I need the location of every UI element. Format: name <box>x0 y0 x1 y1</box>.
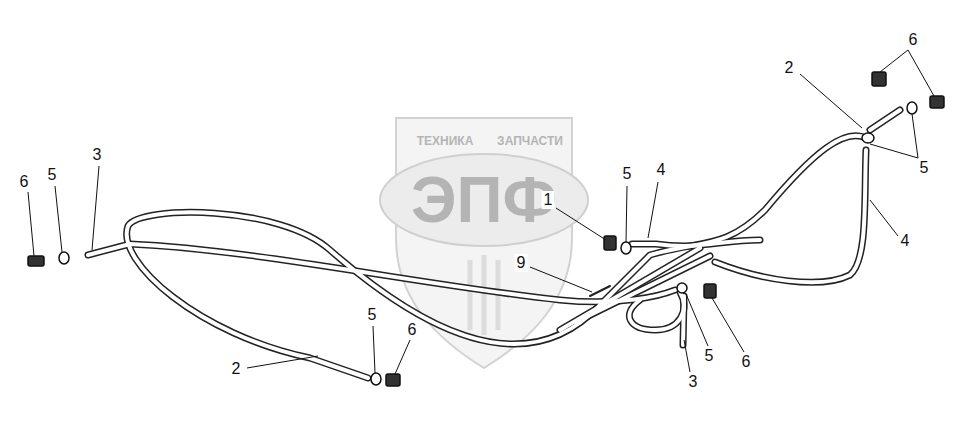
hose-lines <box>88 110 900 378</box>
callout-number: 3 <box>687 373 700 391</box>
callout-number: 5 <box>46 166 59 184</box>
callout-number: 9 <box>515 254 528 272</box>
callout-number: 2 <box>230 360 243 378</box>
callout-number: 6 <box>740 353 753 371</box>
watermark-text: ЗАПЧАСТИ <box>497 135 563 147</box>
callout-number: 5 <box>366 306 379 324</box>
watermark-text: ТЕХНИКА <box>417 135 474 147</box>
callout-number: 6 <box>406 321 419 339</box>
callout-number: 6 <box>18 173 31 191</box>
callout-number: 5 <box>918 159 931 177</box>
fittings <box>28 72 944 386</box>
callout-number: 4 <box>899 232 912 250</box>
callout-number: 6 <box>907 31 920 49</box>
watermark-text: ЭПФ <box>411 168 557 232</box>
callout-number: 2 <box>783 59 796 77</box>
leader-lines <box>28 50 934 374</box>
callout-number: 4 <box>655 161 668 179</box>
callout-number: 5 <box>703 347 716 365</box>
callout-number: 3 <box>91 146 104 164</box>
callout-number: 5 <box>621 165 634 183</box>
callout-number: 1 <box>542 191 555 209</box>
